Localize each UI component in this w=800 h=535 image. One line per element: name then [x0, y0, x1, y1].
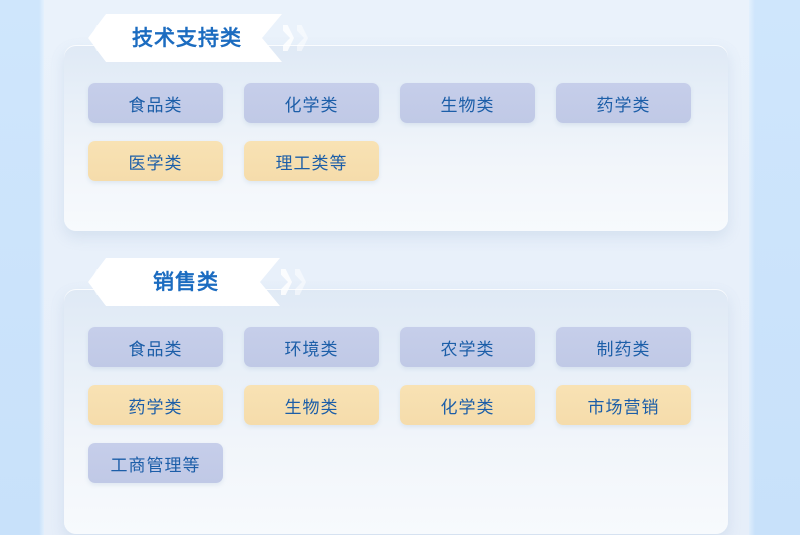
tag-item[interactable]: 制药类 [556, 327, 691, 367]
page-title: 技术支持类 [132, 26, 242, 50]
tag-item[interactable]: 市场营销 [556, 385, 691, 425]
tag-item[interactable]: 药学类 [556, 83, 691, 123]
tag-item[interactable]: 生物类 [244, 385, 379, 425]
tag-item[interactable]: 农学类 [400, 327, 535, 367]
tag-item[interactable]: 理工类等 [244, 141, 379, 181]
tag-item[interactable]: 化学类 [244, 83, 379, 123]
section-title-plate: 销售类 [88, 258, 280, 306]
section-header-sales: 销售类 [88, 258, 306, 306]
section-title-plate: 技术支持类 [88, 14, 282, 62]
tag-grid-sales: 食品类 环境类 农学类 制药类 药学类 生物类 化学类 市场营销 工商管理等 [88, 327, 704, 483]
section-technical-support: 技术支持类 食品类 化学类 生物类 药学类 医学类 理工类等 [64, 14, 728, 231]
tag-item[interactable]: 工商管理等 [88, 443, 223, 483]
tag-item[interactable]: 环境类 [244, 327, 379, 367]
tag-item[interactable]: 食品类 [88, 83, 223, 123]
tag-item[interactable]: 化学类 [400, 385, 535, 425]
tag-grid-technical-support: 食品类 化学类 生物类 药学类 医学类 理工类等 [88, 83, 704, 181]
section-header-technical-support: 技术支持类 [88, 14, 308, 62]
panel-sales: 食品类 环境类 农学类 制药类 药学类 生物类 化学类 市场营销 工商管理等 [64, 289, 728, 534]
section-sales: 销售类 食品类 环境类 农学类 制药类 药学类 生物类 化学类 市场营销 工商管… [64, 258, 728, 534]
panel-technical-support: 食品类 化学类 生物类 药学类 医学类 理工类等 [64, 45, 728, 231]
page-title: 销售类 [153, 270, 219, 294]
tag-item[interactable]: 生物类 [400, 83, 535, 123]
tag-item[interactable]: 药学类 [88, 385, 223, 425]
tag-item[interactable]: 食品类 [88, 327, 223, 367]
tag-item[interactable]: 医学类 [88, 141, 223, 181]
